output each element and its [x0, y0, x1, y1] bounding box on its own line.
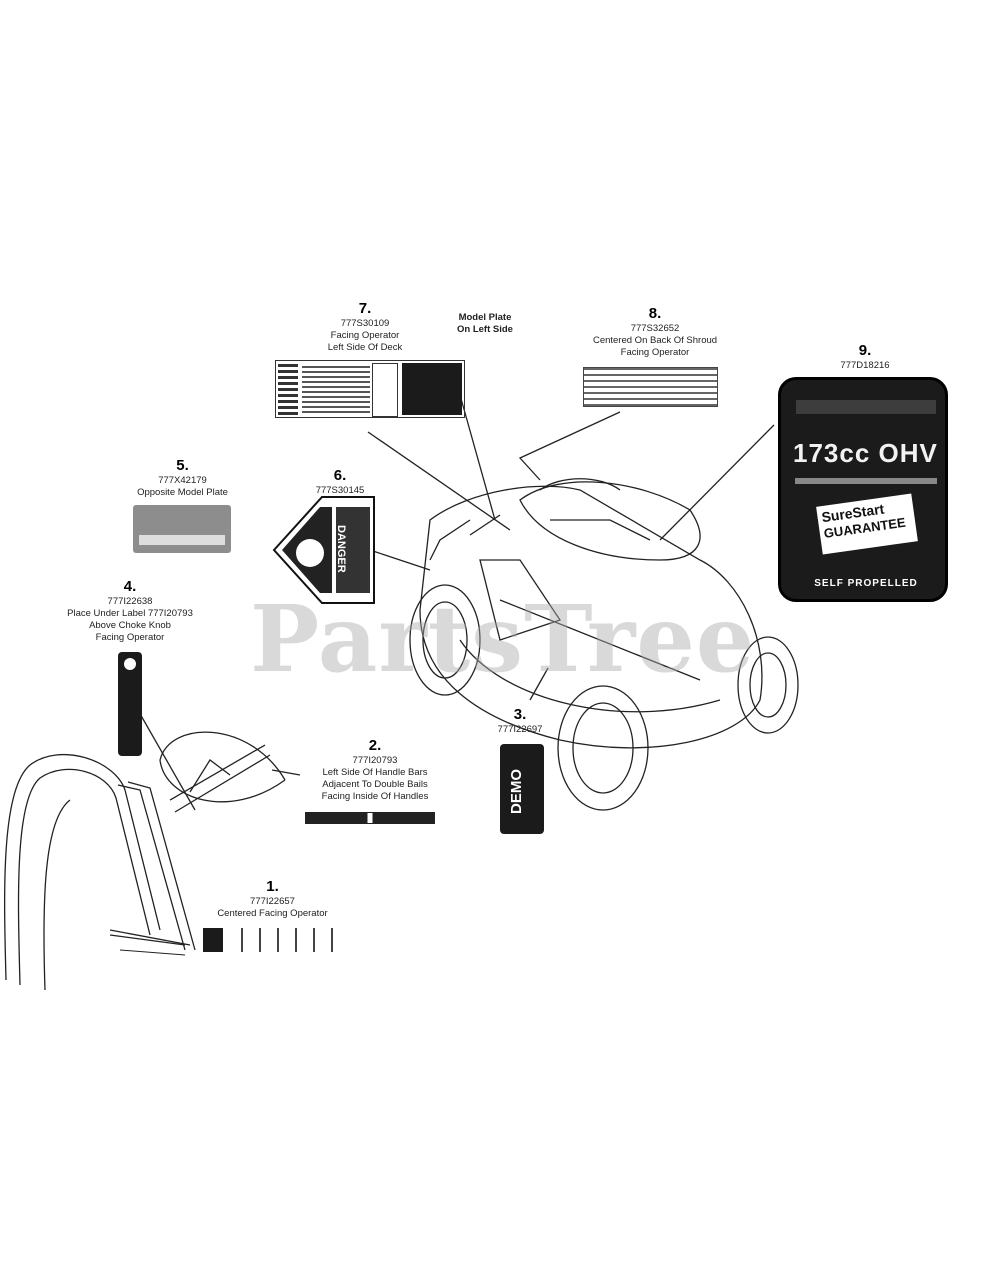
- callout-part-number: 777I20793: [352, 755, 398, 766]
- model-plate-text: [139, 535, 225, 545]
- engine-displacement: 173cc OHV: [793, 438, 938, 468]
- callout-text: Facing Inside Of Handles: [321, 791, 429, 802]
- callout-text: Model Plate: [458, 312, 512, 323]
- callout-number: 4.: [123, 578, 137, 595]
- callout-text: Facing Operator: [330, 330, 400, 341]
- demo-word: DEMO: [508, 769, 525, 814]
- demo-decal: DEMO: [500, 744, 544, 834]
- callout-8: 8. 777S32652 Centered On Back Of Shroud …: [570, 305, 740, 359]
- choke-icon: [124, 658, 136, 670]
- engine-spec-strip: [795, 478, 937, 484]
- callout-part-number: 777S32652: [630, 323, 680, 334]
- engine-decal: 173cc OHV SureStart GUARANTEE SELF PROPE…: [778, 377, 948, 602]
- callout-7-model-plate-note: Model Plate On Left Side: [440, 312, 530, 336]
- callout-number: 3.: [513, 706, 527, 723]
- callout-text: Place Under Label 777I20793: [67, 608, 193, 619]
- handle-bar-decal: [305, 812, 435, 824]
- callout-9: 9. 777D18216: [810, 342, 920, 372]
- callout-text: Left Side Of Deck: [327, 342, 403, 353]
- callout-number: 5.: [176, 457, 189, 474]
- warning-icons-left: [278, 363, 298, 415]
- opposite-model-plate-decal: [133, 505, 231, 553]
- callout-number: 2.: [368, 737, 382, 754]
- callout-text: Adjacent To Double Bails: [322, 779, 428, 790]
- callout-number: 9.: [858, 342, 872, 359]
- surestart-badge: SureStart GUARANTEE: [816, 493, 918, 555]
- callout-text: Facing Operator: [95, 632, 165, 643]
- self-propelled-label: SELF PROPELLED: [814, 578, 918, 589]
- icon-row: [227, 928, 337, 952]
- callout-2: 2. 777I20793 Left Side Of Handle Bars Ad…: [305, 737, 445, 803]
- choke-knob-decal: [118, 652, 142, 756]
- warning-icons-right: [372, 363, 398, 417]
- callout-text: Above Choke Knob: [89, 620, 171, 631]
- callout-number: 1.: [266, 878, 279, 895]
- callout-7: 7. 777S30109 Facing Operator Left Side O…: [300, 300, 430, 354]
- callout-text: Facing Operator: [620, 347, 690, 358]
- model-plate-block: [402, 363, 462, 415]
- warning-text-block: [302, 365, 370, 413]
- deck-warning-decal: [275, 360, 465, 418]
- callout-part-number: 777S30145: [315, 485, 365, 496]
- callout-text: Centered On Back Of Shroud: [592, 335, 718, 346]
- callout-5: 5. 777X42179 Opposite Model Plate: [120, 457, 245, 499]
- engine-brand-strip: [796, 400, 936, 414]
- callout-number: 8.: [648, 305, 662, 322]
- callout-1: 1. 777I22657 Centered Facing Operator: [200, 878, 345, 920]
- callout-text: On Left Side: [457, 324, 513, 335]
- callout-3: 3. 777I22697: [490, 706, 550, 736]
- callout-part-number: 777D18216: [840, 360, 890, 371]
- callout-6: 6. 777S30145: [300, 467, 380, 497]
- callout-part-number: 777I22638: [107, 596, 153, 607]
- callout-number: 6.: [333, 467, 347, 484]
- callout-text: Left Side Of Handle Bars: [322, 767, 428, 778]
- danger-decal: [272, 496, 375, 604]
- callout-4: 4. 777I22638 Place Under Label 777I20793…: [50, 578, 210, 644]
- callout-part-number: 777S30109: [340, 318, 390, 329]
- callout-part-number: 777I22697: [497, 724, 543, 735]
- callout-text: Opposite Model Plate: [137, 487, 228, 498]
- icon-panel: [203, 928, 223, 952]
- callout-text: Centered Facing Operator: [217, 908, 328, 919]
- shroud-warning-decal: [583, 367, 718, 407]
- operator-icon-strip-decal: [203, 928, 338, 952]
- callout-part-number: 777I22657: [250, 896, 295, 907]
- callout-part-number: 777X42179: [158, 475, 207, 486]
- danger-word: DANGER: [335, 525, 347, 573]
- callout-number: 7.: [358, 300, 372, 317]
